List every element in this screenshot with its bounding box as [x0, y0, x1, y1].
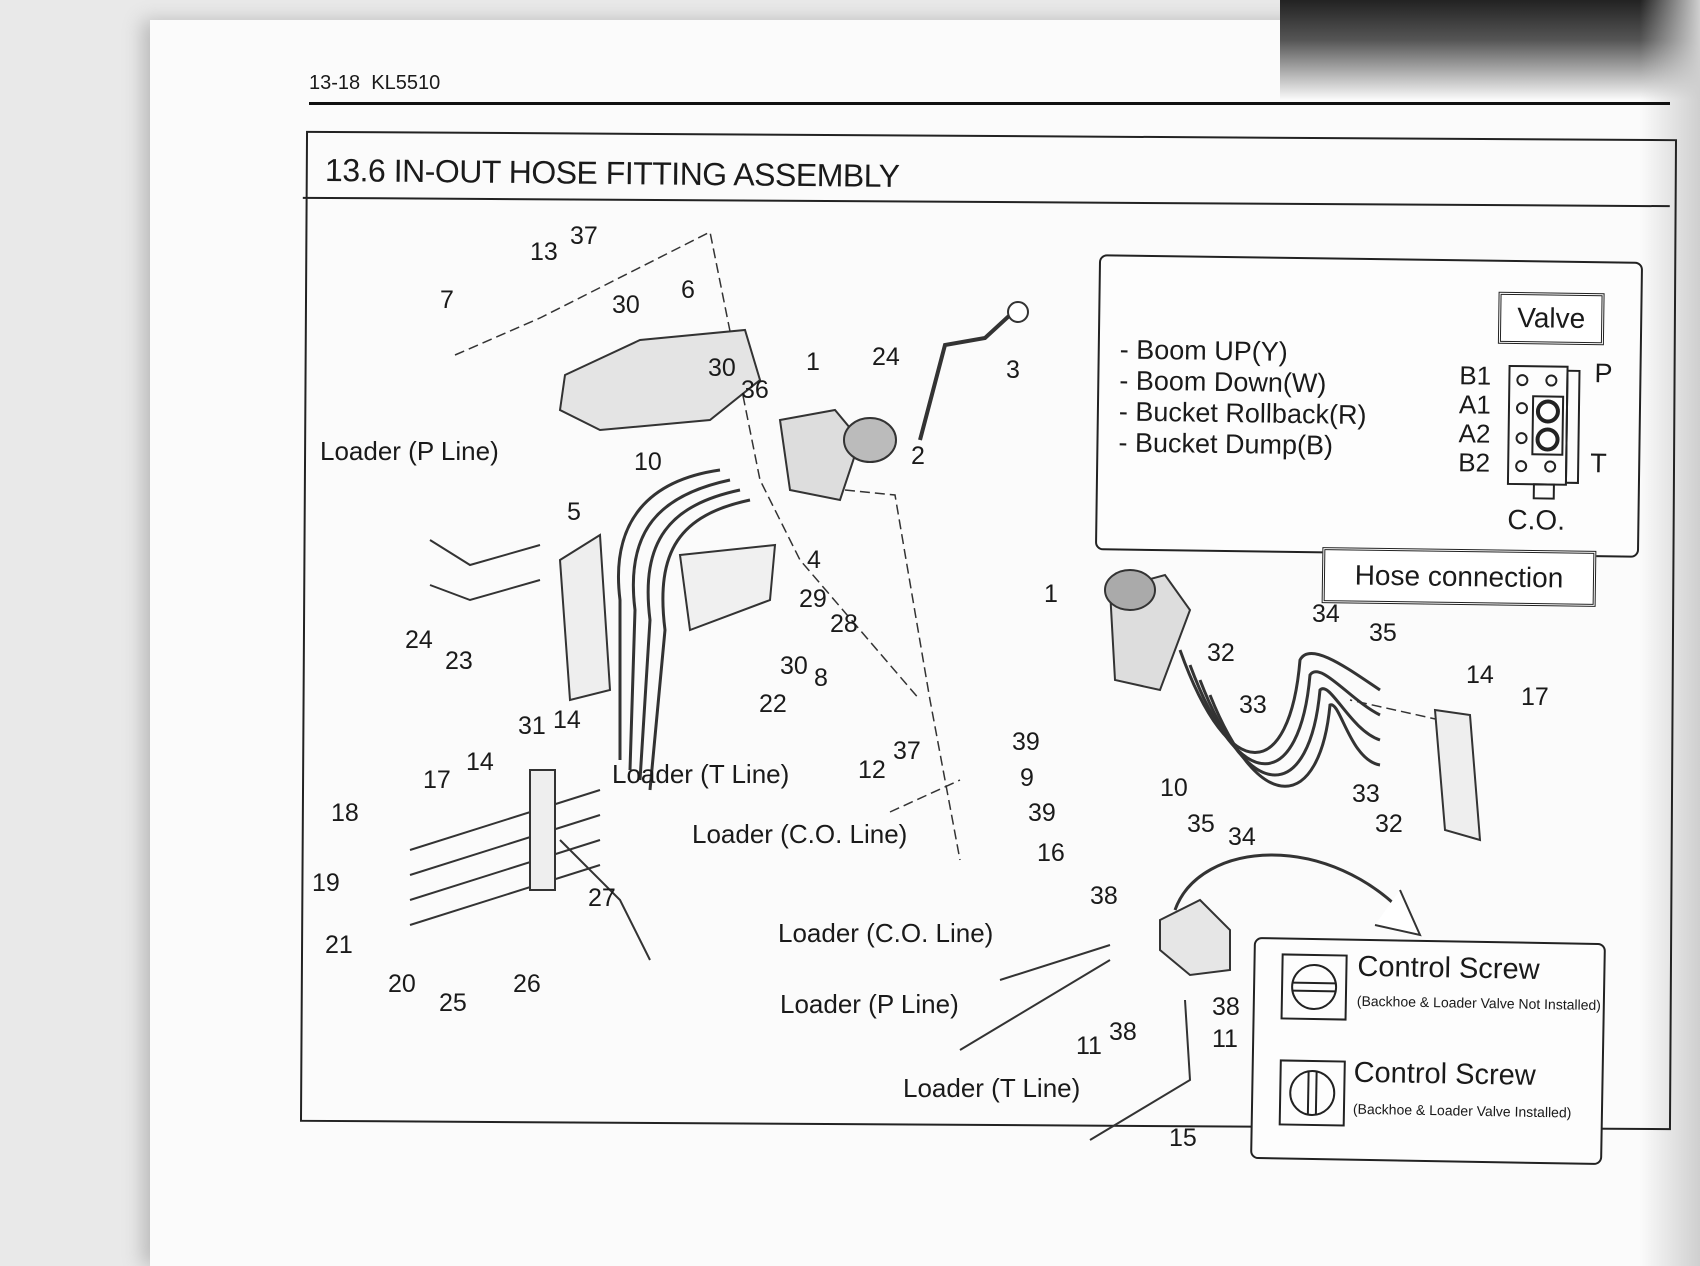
callout-24: 24 [405, 626, 433, 654]
callout-34: 34 [1312, 600, 1340, 628]
model-name: KL5510 [371, 72, 441, 94]
callout-29: 29 [799, 585, 827, 613]
callout-39: 39 [1028, 799, 1056, 827]
horizontal-slot-screw-icon [1280, 953, 1348, 1021]
callout-12: 12 [858, 756, 886, 784]
valve-function-list: - Boom UP(Y) - Boom Down(W) - Bucket Rol… [1118, 335, 1367, 462]
control-screw-box: Control Screw (Backhoe & Loader Valve No… [1250, 936, 1606, 1166]
callout-7: 7 [440, 286, 454, 314]
callout-20: 20 [388, 970, 416, 998]
callout-33: 33 [1352, 780, 1380, 808]
callout-9: 9 [1020, 764, 1034, 792]
callout-35: 35 [1187, 810, 1215, 838]
callout-11: 11 [1076, 1032, 1102, 1060]
valve-block-icon [1506, 364, 1581, 500]
callout-10: 10 [1160, 774, 1188, 802]
callout-38: 38 [1090, 882, 1118, 910]
control-screw-note-2: (Backhoe & Loader Valve Installed) [1352, 1100, 1572, 1121]
hose-connection-title: Hose connection [1321, 547, 1597, 607]
header-rule [309, 102, 1670, 105]
scan-edge-right [1640, 0, 1700, 1266]
scan-edge-shadow [1280, 0, 1700, 100]
label-loader-t-line: Loader (T Line) [612, 759, 790, 789]
valve-legend-box: Valve - Boom UP(Y) - Boom Down(W) - Buck… [1094, 254, 1644, 558]
control-screw-note-1: (Backhoe & Loader Valve Not Installed) [1356, 992, 1602, 1014]
legend-item-boom-up: - Boom UP(Y) [1119, 334, 1288, 367]
valve-title: Valve [1497, 291, 1605, 346]
port-a2: A2 [1458, 418, 1491, 449]
label-loader-t-line-bottom: Loader (T Line) [903, 1073, 1081, 1103]
callout-31: 31 [518, 712, 546, 740]
callout-25: 25 [439, 989, 467, 1017]
callout-17: 17 [423, 766, 451, 794]
callout-30: 30 [612, 291, 640, 319]
label-loader-p-line-bottom: Loader (P Line) [780, 989, 959, 1019]
port-t: T [1590, 448, 1607, 479]
callout-26: 26 [513, 970, 541, 998]
callout-10: 10 [634, 448, 662, 476]
callout-14: 14 [466, 748, 494, 776]
label-loader-co-line: Loader (C.O. Line) [692, 819, 908, 849]
port-b1: B1 [1459, 360, 1492, 391]
callout-14: 14 [1466, 661, 1494, 689]
callout-35: 35 [1369, 619, 1397, 647]
port-p: P [1594, 358, 1613, 389]
label-loader-p-line: Loader (P Line) [320, 436, 499, 466]
callout-22: 22 [759, 690, 787, 718]
callout-38: 38 [1212, 993, 1240, 1021]
callout-11: 11 [1212, 1025, 1238, 1053]
callout-27: 27 [588, 884, 616, 912]
callout-15: 15 [1169, 1124, 1197, 1152]
callout-1: 1 [806, 348, 820, 376]
callout-19: 19 [312, 869, 340, 897]
callout-30: 30 [708, 354, 736, 382]
port-b2: B2 [1458, 447, 1491, 478]
callout-1-right: 1 [1044, 580, 1058, 608]
callout-33: 33 [1239, 691, 1267, 719]
callout-17: 17 [1521, 683, 1549, 711]
page-number: 13-18 [309, 72, 361, 94]
callout-14: 14 [553, 706, 581, 734]
callout-6: 6 [681, 276, 695, 304]
callout-23: 23 [445, 647, 473, 675]
legend-item-bucket-dump: - Bucket Dump(B) [1118, 427, 1334, 461]
control-screw-title-1: Control Screw [1357, 950, 1540, 986]
callout-5: 5 [567, 498, 581, 526]
port-a1: A1 [1458, 389, 1492, 420]
callout-2: 2 [911, 442, 925, 470]
callout-30: 30 [780, 652, 808, 680]
callout-4: 4 [807, 546, 821, 574]
control-screw-title-2: Control Screw [1353, 1056, 1536, 1092]
callout-21: 21 [325, 931, 353, 959]
port-co: C.O. [1507, 503, 1566, 536]
callout-18: 18 [331, 799, 359, 827]
callout-37: 37 [570, 222, 598, 250]
callout-34: 34 [1228, 823, 1256, 851]
callout-36: 36 [741, 376, 769, 404]
callout-16: 16 [1037, 839, 1065, 867]
page-header: 13-18 KL5510 [309, 72, 440, 95]
callout-28: 28 [830, 610, 858, 638]
legend-item-bucket-rollback: - Bucket Rollback(R) [1118, 396, 1367, 430]
callout-3: 3 [1006, 356, 1020, 384]
vertical-slot-screw-icon [1278, 1059, 1346, 1127]
callout-32: 32 [1375, 810, 1403, 838]
callout-39: 39 [1012, 728, 1040, 756]
callout-13: 13 [530, 238, 558, 266]
label-loader-co-line-bottom: Loader (C.O. Line) [778, 918, 994, 948]
callout-38: 38 [1109, 1018, 1137, 1046]
callout-32: 32 [1207, 639, 1235, 667]
valve-port-labels: B1 A1 A2 B2 [1458, 360, 1492, 478]
callout-37: 37 [893, 737, 921, 765]
legend-item-boom-down: - Boom Down(W) [1119, 365, 1327, 399]
callout-24: 24 [872, 343, 900, 371]
callout-8: 8 [814, 664, 828, 692]
